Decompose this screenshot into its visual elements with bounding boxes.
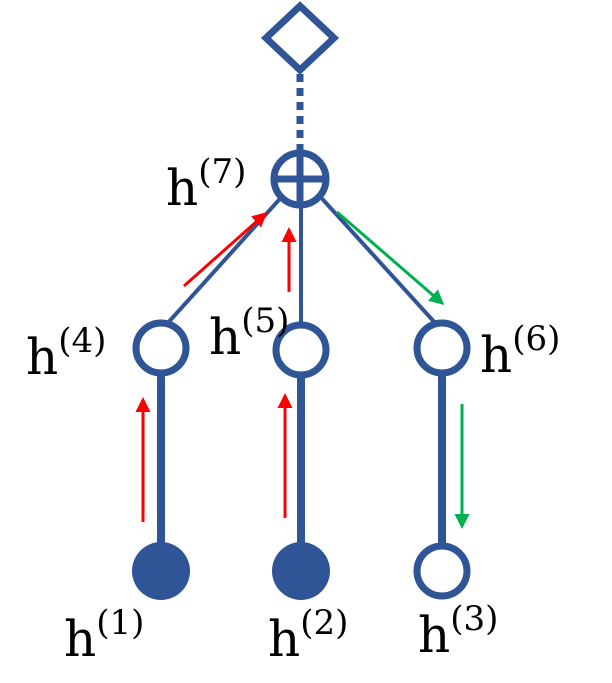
node-h5 [272, 321, 330, 379]
label-h4: h(4) [26, 321, 106, 386]
backward-arrow-h7-h6 [336, 210, 445, 305]
forward-arrow-h4-h7 [183, 212, 268, 288]
node-h6 [413, 319, 471, 377]
backward-arrows [336, 210, 470, 529]
label-h6: h(6) [480, 319, 560, 384]
edge-h6-h7 [304, 179, 439, 327]
label-h5: h(5) [209, 301, 289, 366]
node-labels: h(7) h(4) h(5) h(6) h(1) h(2) h(3) [26, 152, 560, 668]
node-h2 [272, 542, 330, 600]
node-h1 [132, 542, 190, 600]
diamond-icon [260, 1, 340, 75]
forward-arrows [135, 212, 297, 522]
node-h4 [132, 319, 190, 377]
label-h2: h(2) [268, 603, 348, 668]
circle-plus-icon [270, 149, 330, 209]
label-h1: h(1) [64, 603, 144, 668]
label-h3: h(3) [418, 599, 498, 664]
node-h3 [413, 542, 471, 600]
nodes [132, 1, 471, 600]
edge-h4-h7 [164, 179, 298, 327]
label-h7: h(7) [166, 152, 246, 217]
tree-edges [157, 74, 446, 546]
